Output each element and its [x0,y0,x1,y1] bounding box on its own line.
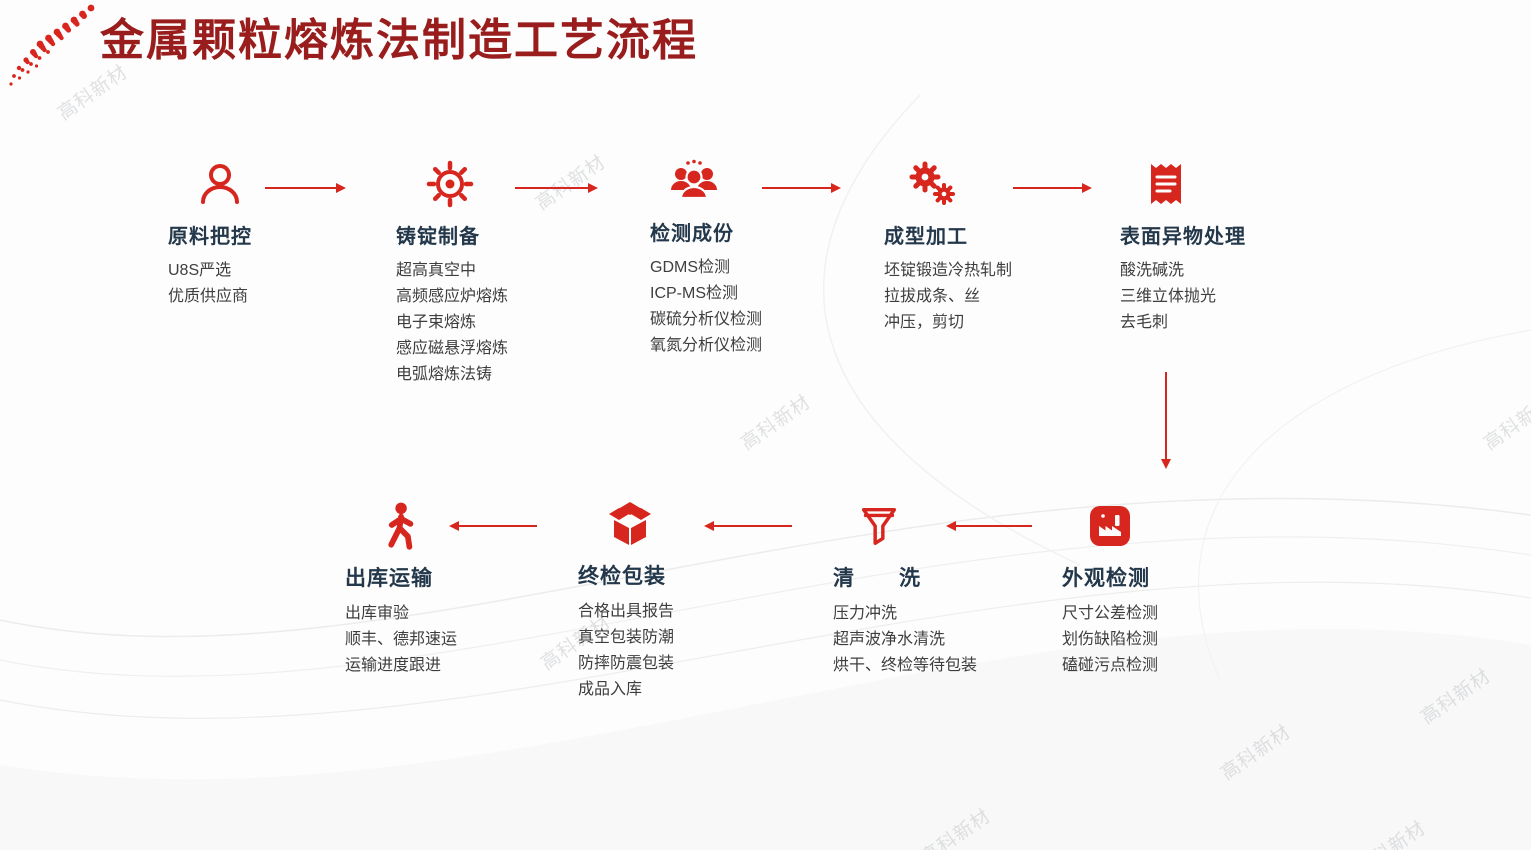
people-icon [668,155,720,207]
person-icon [194,158,246,210]
step-detail: 合格出具报告 [578,603,675,620]
watermark: 高科新材 [737,391,815,455]
step-detail: 酸洗碱洗 [1120,262,1185,279]
step-title: 外观检测 [1062,567,1150,590]
step-forming-processing: 成型加工 坯锭锻造冷热轧制 拉拔成条、丝 冲压，剪切 [884,158,1094,336]
arrow-right-icon [265,187,337,190]
dots-decoration [9,4,95,86]
page-title: 金属颗粒熔炼法制造工艺流程 [100,15,698,66]
factory-icon [1084,500,1136,552]
step-appearance-inspection: 外观检测 尺寸公差检测 划伤缺陷检测 磕碰污点检测 [1062,500,1242,679]
watermark: 高科新材 [1417,665,1495,729]
step-title: 成型加工 [884,226,968,248]
step-detail: 冲压，剪切 [884,314,965,331]
step-detail: 超高真空中 [396,262,477,279]
watermark: 高科新材 [1480,391,1531,455]
step-title: 检测成份 [650,223,734,245]
step-detail: 烘干、终检等待包装 [833,657,978,674]
step-ingot-preparation: 铸锭制备 超高真空中 高频感应炉熔炼 电子束熔炼 感应磁悬浮熔炼 电弧熔炼法铸 [396,158,596,388]
step-raw-material-control: 原料把控 U8S严选 优质供应商 [168,158,368,310]
step-title: 清 洗 [833,567,921,590]
step-title: 表面异物处理 [1120,226,1246,248]
step-title: 铸锭制备 [396,226,480,248]
step-composition-testing: 检测成份 GDMS检测 ICP-MS检测 碳硫分析仪检测 氧氮分析仪检测 [650,155,850,359]
step-detail: GDMS检测 [650,259,731,276]
step-cleaning: 清 洗 压力冲洗 超声波净水清洗 烘干、终检等待包装 [833,500,983,679]
step-detail: 尺寸公差检测 [1062,605,1159,622]
step-detail: 压力冲洗 [833,605,898,622]
step-outbound-shipping: 出库运输 出库审验 顺丰、德邦速运 运输进度跟进 [345,500,525,679]
arrow-right-icon [515,187,589,190]
watermark: 高科新材 [917,805,995,850]
step-surface-treatment: 表面异物处理 酸洗碱洗 三维立体抛光 去毛刺 [1120,158,1330,336]
step-detail: 成品入库 [578,681,643,698]
step-detail: 拉拔成条、丝 [884,288,981,305]
walking-person-icon [373,500,425,552]
step-detail: ICP-MS检测 [650,285,739,302]
watermark: 高科新材 [1352,817,1430,850]
receipt-icon [1140,158,1192,210]
step-detail: 防摔防震包装 [578,655,675,672]
step-detail: 碳硫分析仪检测 [650,311,763,328]
watermark: 高科新材 [1217,721,1295,785]
step-detail: 三维立体抛光 [1120,288,1217,305]
arrow-left-icon [955,525,1032,528]
step-detail: U8S严选 [168,262,232,279]
open-box-icon [604,498,656,550]
step-detail: 顺丰、德邦速运 [345,631,458,648]
gears-icon [906,158,958,210]
step-detail: 超声波净水清洗 [833,631,946,648]
step-detail: 划伤缺陷检测 [1062,631,1159,648]
step-detail: 优质供应商 [168,288,249,305]
step-detail: 磕碰污点检测 [1062,657,1159,674]
arrow-left-icon [458,525,537,528]
gear-icon [424,158,476,210]
step-title: 出库运输 [345,567,433,590]
step-final-inspection-packaging: 终检包装 合格出具报告 真空包装防潮 防摔防震包装 成品入库 [578,498,758,703]
step-detail: 感应磁悬浮熔炼 [396,340,509,357]
arrow-left-icon [713,525,792,528]
step-detail: 氧氮分析仪检测 [650,337,763,354]
step-title: 终检包装 [578,565,666,588]
step-detail: 坯锭锻造冷热轧制 [884,262,1013,279]
step-detail: 电弧熔炼法铸 [396,366,493,383]
step-title: 原料把控 [168,226,252,248]
step-detail: 运输进度跟进 [345,657,442,674]
funnel-icon [853,500,905,552]
step-detail: 高频感应炉熔炼 [396,288,509,305]
step-detail: 真空包装防潮 [578,629,675,646]
arrow-right-icon [762,187,832,190]
step-detail: 去毛刺 [1120,314,1169,331]
arrow-down-icon [1165,372,1168,460]
step-detail: 出库审验 [345,605,410,622]
arrow-right-icon [1013,187,1083,190]
step-detail: 电子束熔炼 [396,314,477,331]
